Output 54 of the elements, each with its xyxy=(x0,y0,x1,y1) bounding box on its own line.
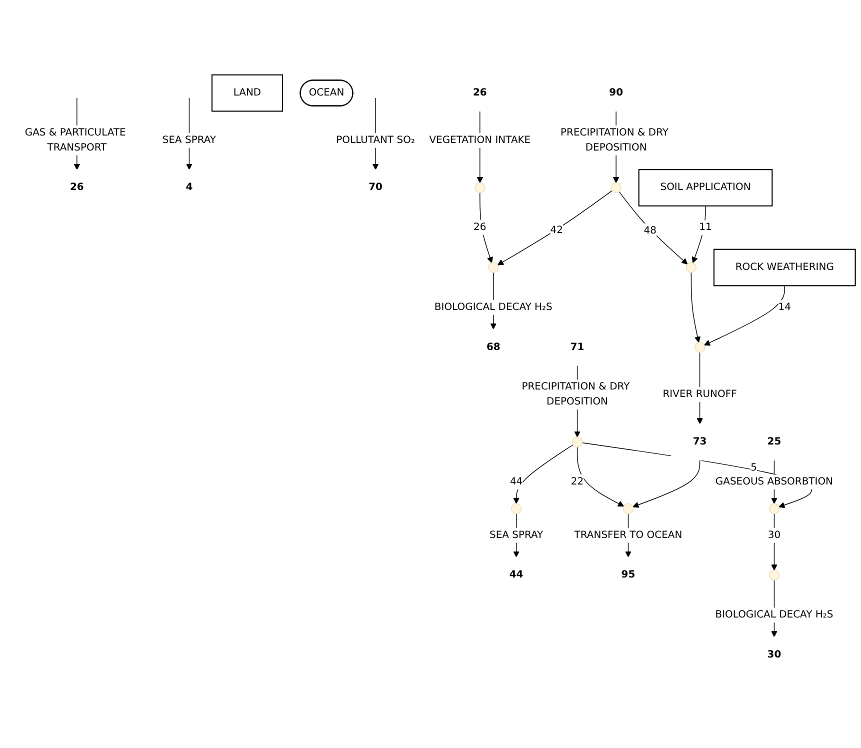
node-text: 30 xyxy=(767,648,782,660)
node-text: 68 xyxy=(486,341,500,353)
node-text: 70 xyxy=(368,182,382,194)
node-circle xyxy=(694,342,706,353)
edge-label: SEA SPRAY xyxy=(490,529,544,541)
edge-label: 42 xyxy=(550,224,563,236)
edge-label: 22 xyxy=(570,476,584,488)
node-text: 26 xyxy=(70,182,84,194)
arrow xyxy=(576,446,624,507)
node-circle xyxy=(622,503,634,514)
node-text: 4 xyxy=(186,182,193,194)
node-circle xyxy=(572,436,583,448)
edge-label: SEA SPRAY xyxy=(162,134,216,146)
arrow xyxy=(771,513,778,570)
edge-label: PRECIPITATION & DRY DEPOSITION xyxy=(560,126,668,154)
node-text: 71 xyxy=(570,341,584,353)
edge-label: TRANSFER TO OCEAN xyxy=(574,529,682,541)
arrow xyxy=(632,460,700,508)
node-circle xyxy=(768,570,780,581)
edge-label: VEGETATION INTAKE xyxy=(429,134,531,146)
edge-label: POLLUTANT SO₂ xyxy=(336,134,415,146)
edge-label: 48 xyxy=(644,224,656,236)
node-text: 95 xyxy=(621,569,636,581)
edge-label: 30 xyxy=(768,529,781,541)
node-circle xyxy=(610,182,622,194)
node-text: 26 xyxy=(472,86,487,98)
edge-label: 44 xyxy=(510,476,523,488)
edge-label: BIOLOGICAL DECAY H₂S xyxy=(434,301,552,313)
edge-label: RIVER RUNOFF xyxy=(662,388,737,400)
arrow xyxy=(690,272,701,343)
node-text: 44 xyxy=(509,569,524,581)
arrow xyxy=(704,285,785,346)
arrow xyxy=(618,191,688,264)
edge-label: GAS & PARTICULATE TRANSPORT xyxy=(24,126,126,154)
edge-label: 26 xyxy=(474,222,486,233)
node-text: 90 xyxy=(609,86,624,98)
edge-label: GASEOUS ABSORBTION xyxy=(715,476,834,488)
node-box: ROCK WEATHERING xyxy=(713,248,856,286)
node-circle xyxy=(686,262,697,273)
node-circle xyxy=(488,262,499,273)
node-circle xyxy=(768,503,780,514)
edge-label: 5 xyxy=(750,462,757,474)
node-box: LAND xyxy=(211,74,284,112)
node-circle xyxy=(510,503,522,514)
arrow xyxy=(513,444,574,504)
edge-label: 14 xyxy=(778,301,791,313)
arrow xyxy=(692,206,706,264)
arrow xyxy=(497,190,612,266)
node-text: 25 xyxy=(767,436,782,448)
node-circle xyxy=(474,182,486,194)
edge-label: BIOLOGICAL DECAY H₂S xyxy=(715,609,834,620)
node-box: SOIL APPLICATION xyxy=(638,169,773,206)
edge-label: 11 xyxy=(699,222,712,233)
edge-label: PRECIPITATION & DRY DEPOSITION xyxy=(522,381,630,408)
